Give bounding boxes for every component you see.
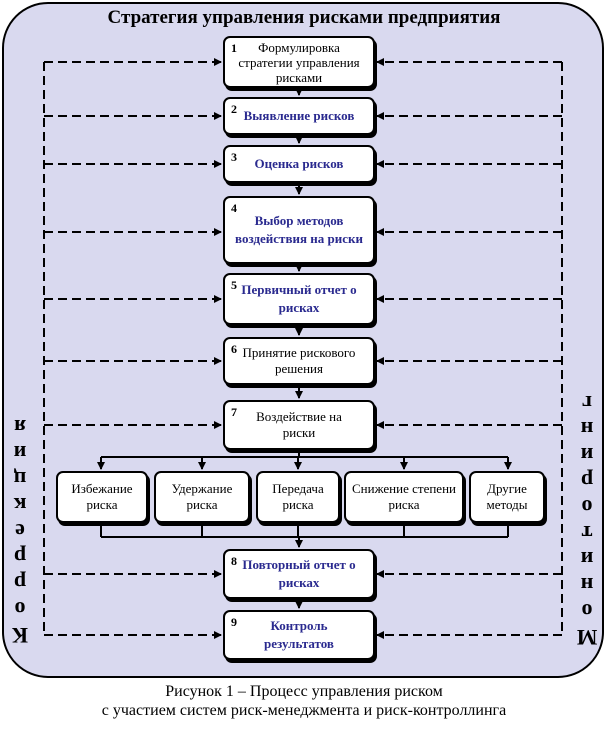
- side-letter: и: [580, 443, 594, 468]
- step-label: Воздействие на риски: [256, 409, 342, 440]
- diagram-title: Стратегия управления рисками предприятия: [107, 7, 501, 28]
- side-letter: и: [580, 547, 594, 572]
- side-letter: о: [14, 597, 26, 622]
- method-label: Избежание риска: [71, 481, 133, 512]
- step-label: Оценка рисков: [254, 156, 344, 171]
- side-letter: н: [580, 417, 594, 442]
- side-letter: К: [12, 623, 28, 648]
- step-number: 2: [231, 102, 237, 116]
- method-label: Передача риска: [272, 481, 324, 512]
- method-avoidance: Избежание риска: [56, 471, 148, 523]
- step-number: 3: [231, 150, 237, 164]
- side-letter: о: [581, 599, 593, 624]
- side-letter: к: [13, 493, 27, 518]
- side-letter: р: [13, 545, 27, 570]
- side-letter: р: [13, 571, 27, 596]
- side-letter: р: [580, 469, 594, 494]
- side-letter: я: [14, 415, 26, 440]
- step-1-box: 1 Формулировка стратегии управления риск…: [223, 36, 375, 88]
- step-number: 7: [231, 405, 237, 419]
- step-number: 4: [231, 201, 237, 215]
- step-label: Первичный отчет о рисках: [241, 282, 357, 315]
- step-number: 5: [231, 278, 237, 292]
- side-letter: г: [582, 391, 592, 416]
- method-retention: Удержание риска: [154, 471, 250, 523]
- side-letter: ц: [13, 467, 27, 492]
- step-label: Формулировка стратегии управления рискам…: [238, 39, 360, 85]
- step-label: Контроль результатов: [264, 618, 334, 651]
- step-number: 8: [231, 554, 237, 568]
- side-letter: т: [581, 521, 593, 546]
- step-label: Выбор методов воздействия на риски: [235, 213, 363, 246]
- figure-caption-line-1: Рисунок 1 – Процесс управления риском: [165, 683, 443, 700]
- method-reduction: Снижение степени риска: [344, 471, 464, 523]
- step-6-box: 6 Принятие рискового решения: [223, 337, 375, 385]
- method-label: Удержание риска: [171, 481, 233, 512]
- figure-caption-line-2: с участием систем риск-менеджмента и рис…: [101, 702, 507, 719]
- step-3-box: 3 Оценка рисков: [223, 145, 375, 183]
- step-8-box: 8 Повторный отчет о рисках: [223, 549, 375, 599]
- side-letter: М: [576, 625, 598, 650]
- step-4-box: 4 Выбор методов воздействия на риски: [223, 196, 375, 264]
- step-label: Выявление рисков: [243, 108, 355, 123]
- step-7-box: 7 Воздействие на риски: [223, 400, 375, 450]
- method-transfer: Передача риска: [256, 471, 340, 523]
- step-label: Принятие рискового решения: [242, 345, 356, 376]
- side-letter: о: [581, 495, 593, 520]
- step-number: 6: [231, 342, 237, 356]
- step-number: 1: [231, 41, 237, 55]
- step-number: 9: [231, 615, 237, 629]
- method-label: Снижение степени риска: [352, 481, 456, 512]
- step-label: Повторный отчет о рисках: [242, 557, 356, 590]
- step-9-box: 9 Контроль результатов: [223, 610, 375, 660]
- method-label: Другие методы: [486, 481, 528, 512]
- method-other: Другие методы: [469, 471, 545, 523]
- step-5-box: 5 Первичный отчет о рисках: [223, 273, 375, 325]
- side-letter: е: [15, 519, 25, 544]
- side-letter: н: [580, 573, 594, 598]
- side-letter: и: [13, 441, 27, 466]
- step-2-box: 2 Выявление рисков: [223, 97, 375, 135]
